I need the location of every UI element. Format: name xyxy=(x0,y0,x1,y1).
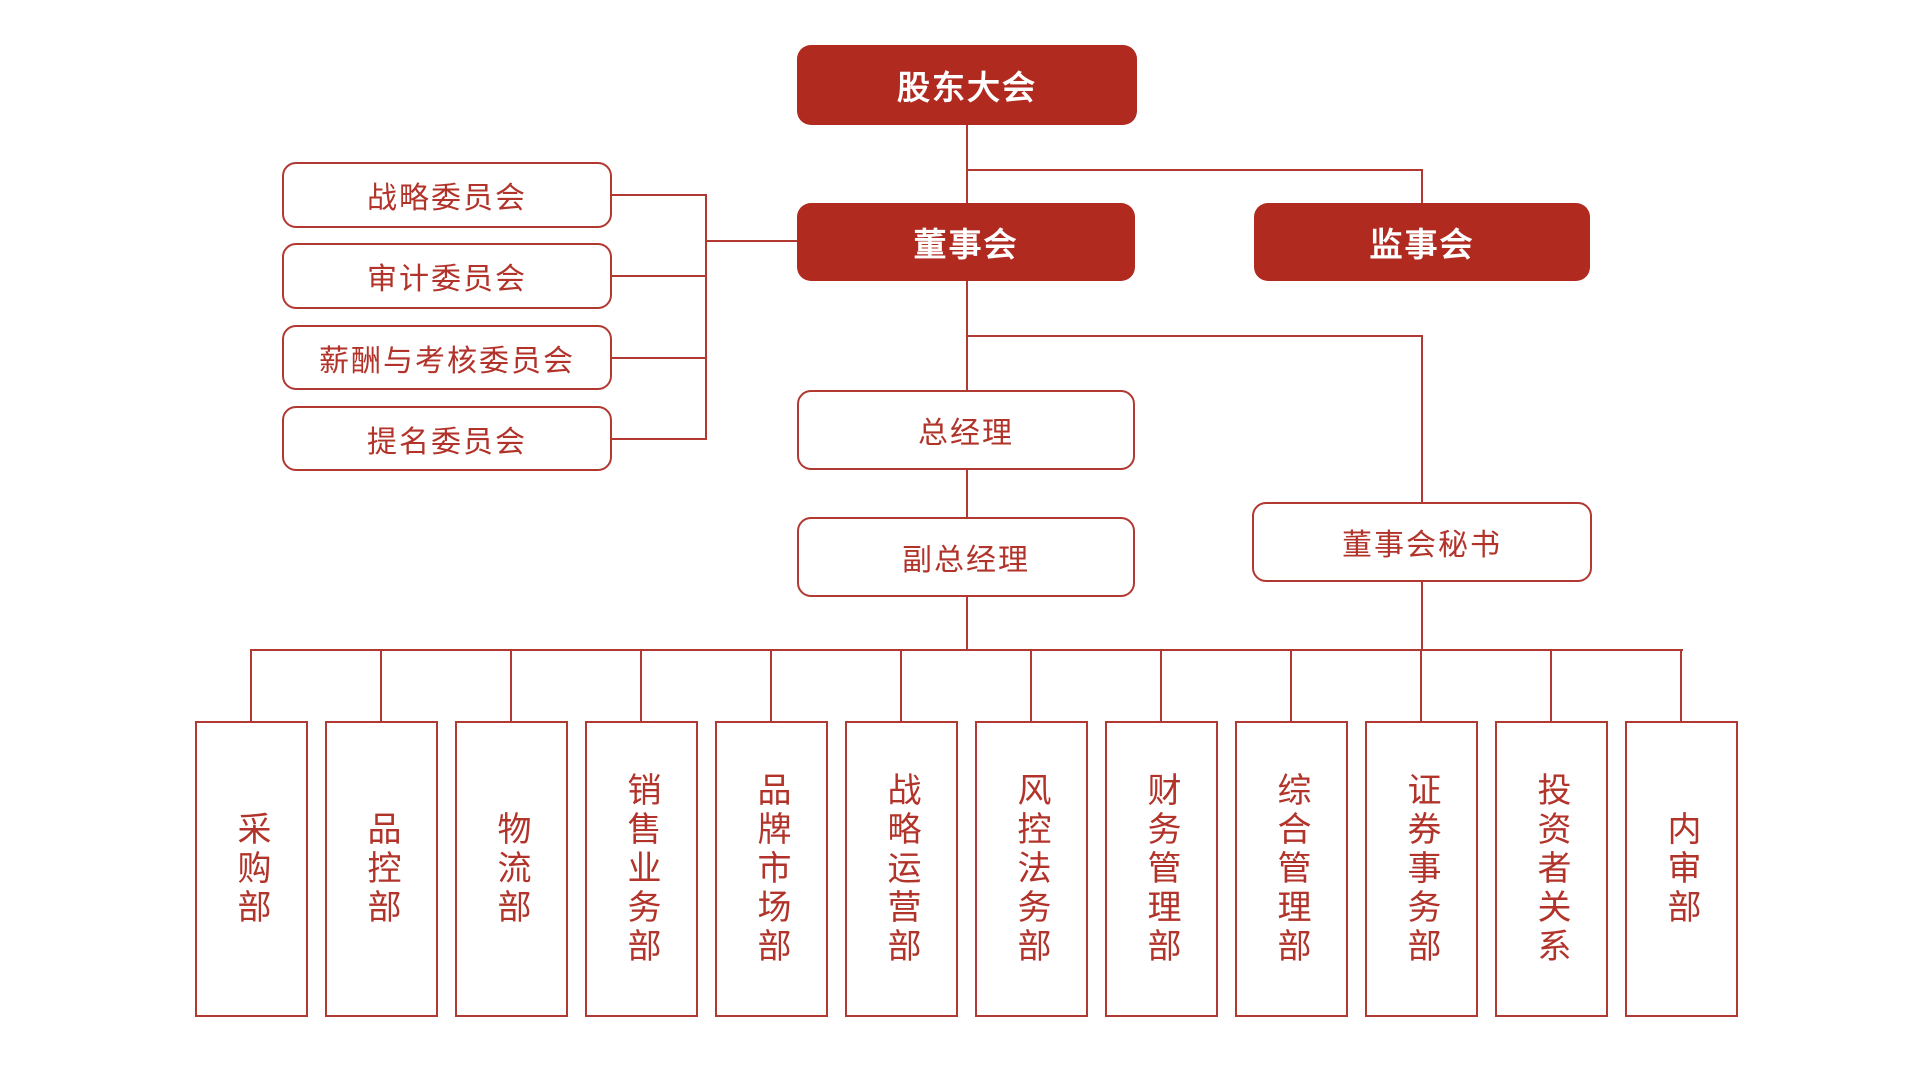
connector-top-branch xyxy=(966,169,1423,171)
connector-to-secretary xyxy=(1421,335,1423,504)
node-shareholders-meeting: 股东大会 xyxy=(797,45,1137,125)
connector-drop-10 xyxy=(1420,649,1422,723)
connector-committee-trunk xyxy=(705,194,707,440)
node-label: 综合管理部 xyxy=(1272,771,1310,967)
node-label: 风控法务部 xyxy=(1012,771,1050,967)
node-dept-general-management: 综合管理部 xyxy=(1235,721,1348,1017)
node-committee-remuneration-appraisal: 薪酬与考核委员会 xyxy=(282,325,612,390)
node-label: 副总经理 xyxy=(902,544,1030,577)
connector-dgm-to-spine xyxy=(966,597,968,651)
connector-committee-stub-4 xyxy=(612,438,707,440)
node-label: 物流部 xyxy=(492,810,530,928)
node-general-manager: 总经理 xyxy=(797,390,1135,470)
connector-committees-to-board xyxy=(707,240,799,242)
node-label: 品牌市场部 xyxy=(752,771,790,967)
node-label: 证券事务部 xyxy=(1402,771,1440,967)
connector-secretary-to-spine xyxy=(1421,582,1423,651)
node-dept-securities-affairs: 证券事务部 xyxy=(1365,721,1478,1017)
connector-drop-4 xyxy=(640,649,642,723)
connector-drop-3 xyxy=(510,649,512,723)
node-dept-financial-management: 财务管理部 xyxy=(1105,721,1218,1017)
node-label: 内审部 xyxy=(1662,810,1700,928)
node-label: 战略运营部 xyxy=(882,771,920,967)
connector-committee-stub-3 xyxy=(612,357,707,359)
node-dept-quality-control: 品控部 xyxy=(325,721,438,1017)
node-label: 薪酬与考核委员会 xyxy=(319,344,575,378)
node-label: 销售业务部 xyxy=(622,771,660,967)
node-label: 提名委员会 xyxy=(367,425,527,459)
node-dept-strategic-operations: 战略运营部 xyxy=(845,721,958,1017)
connector-drop-12 xyxy=(1680,649,1682,723)
connector-shareholders-to-board xyxy=(966,125,968,205)
node-dept-internal-audit: 内审部 xyxy=(1625,721,1738,1017)
connector-drop-2 xyxy=(380,649,382,723)
connector-drop-8 xyxy=(1160,649,1162,723)
connector-mid-branch xyxy=(966,335,1423,337)
node-supervisory-board: 监事会 xyxy=(1254,203,1590,281)
connector-drop-6 xyxy=(900,649,902,723)
connector-department-spine xyxy=(250,649,1683,651)
node-board-secretary: 董事会秘书 xyxy=(1252,502,1592,582)
node-label: 审计委员会 xyxy=(367,263,527,296)
node-label: 采购部 xyxy=(232,810,270,928)
node-label: 品控部 xyxy=(362,810,400,928)
connector-drop-11 xyxy=(1550,649,1552,723)
connector-drop-9 xyxy=(1290,649,1292,723)
node-board-of-directors: 董事会 xyxy=(797,203,1135,281)
node-label: 董事会秘书 xyxy=(1342,529,1502,562)
node-label: 财务管理部 xyxy=(1142,771,1180,967)
node-committee-audit: 审计委员会 xyxy=(282,243,612,309)
node-dept-risk-control-legal: 风控法务部 xyxy=(975,721,1088,1017)
node-committee-nomination: 提名委员会 xyxy=(282,406,612,471)
connector-gm-to-dgm xyxy=(966,470,968,519)
node-label: 董事会 xyxy=(913,226,1019,263)
node-label: 监事会 xyxy=(1369,226,1475,263)
node-committee-strategy: 战略委员会 xyxy=(282,162,612,228)
node-dept-logistics: 物流部 xyxy=(455,721,568,1017)
connector-drop-7 xyxy=(1030,649,1032,723)
node-label: 战略委员会 xyxy=(367,182,527,215)
node-dept-investor-relations: 投资者关系 xyxy=(1495,721,1608,1017)
connector-drop-1 xyxy=(250,649,252,723)
node-dept-sales-business: 销售业务部 xyxy=(585,721,698,1017)
node-dept-procurement: 采购部 xyxy=(195,721,308,1017)
node-label: 投资者关系 xyxy=(1532,771,1570,967)
connector-committee-stub-2 xyxy=(612,275,707,277)
connector-drop-5 xyxy=(770,649,772,723)
connector-to-supervisory xyxy=(1421,169,1423,205)
node-label: 总经理 xyxy=(918,417,1014,450)
node-deputy-general-manager: 副总经理 xyxy=(797,517,1135,597)
connector-committee-stub-1 xyxy=(612,194,707,196)
node-label: 股东大会 xyxy=(897,69,1037,106)
node-dept-brand-marketing: 品牌市场部 xyxy=(715,721,828,1017)
